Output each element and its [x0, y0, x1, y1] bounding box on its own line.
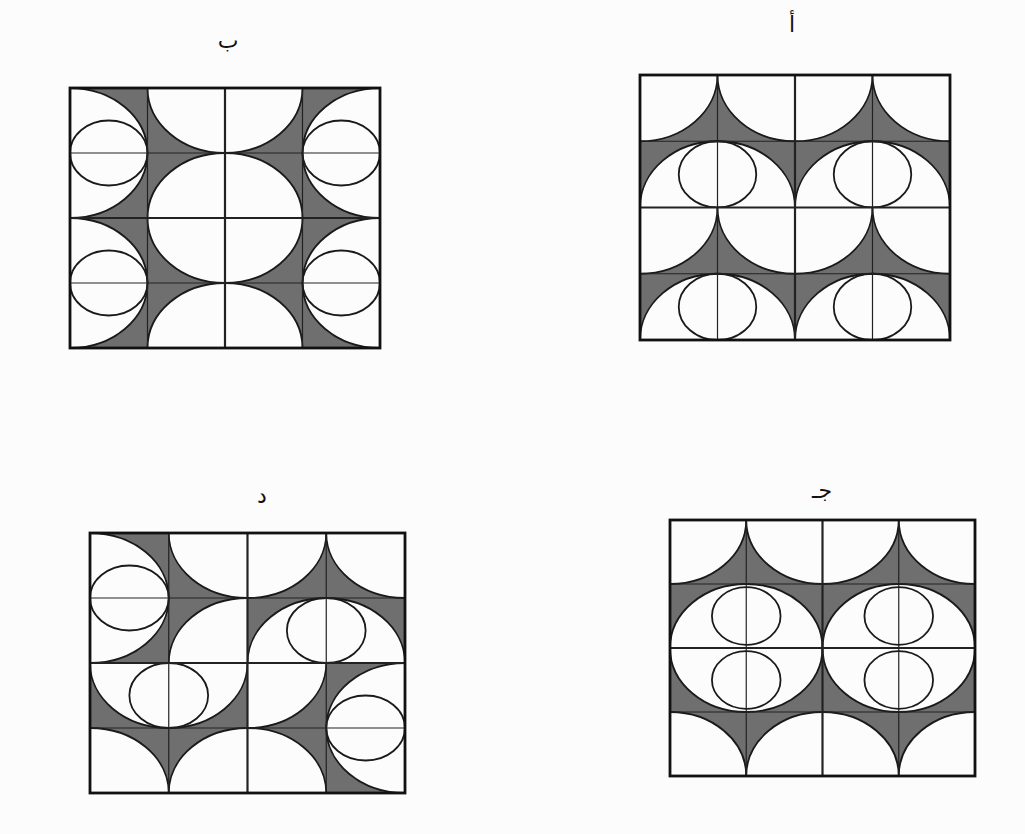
grid-line	[70, 282, 380, 283]
panel-border	[670, 520, 975, 776]
grid-line	[90, 662, 405, 664]
grid-line	[640, 206, 950, 208]
arc-circle	[169, 728, 248, 793]
arc-circle	[670, 712, 746, 776]
grid-line	[90, 727, 405, 728]
arc-circle	[899, 712, 975, 776]
arc-circle	[90, 728, 169, 793]
panel-label: د	[257, 483, 267, 508]
grid-line	[670, 647, 975, 649]
panel-border	[640, 75, 950, 340]
panel-label: جـ	[812, 478, 832, 503]
arc-circle	[670, 520, 746, 584]
arc-circle	[169, 533, 248, 598]
arc-circle	[873, 75, 951, 141]
panel-d	[11, 468, 484, 834]
arc-circle	[248, 728, 327, 793]
arc-circle	[640, 75, 718, 141]
panel-label: ب	[218, 28, 239, 53]
arc-circle	[248, 663, 327, 728]
arc-circle	[169, 598, 248, 663]
arc-circle	[899, 520, 975, 584]
grid-line	[872, 75, 873, 340]
grid-line	[302, 88, 303, 348]
panel-border	[70, 88, 380, 348]
panel-b	[0, 23, 458, 413]
grid-line	[670, 711, 975, 712]
panel-label: أ	[789, 12, 795, 37]
tile-unit	[70, 88, 380, 348]
grid-line	[70, 217, 380, 219]
panel-a	[563, 9, 1025, 407]
arc-circle	[640, 208, 718, 274]
grid-line	[640, 273, 950, 274]
grid-line	[326, 533, 327, 793]
arc-circle	[248, 533, 327, 598]
arc-circle	[326, 533, 405, 598]
tile-unit	[670, 520, 975, 776]
arc-circle	[873, 208, 951, 274]
panel-c	[594, 456, 1025, 834]
panel-border	[90, 533, 405, 793]
grid-line	[898, 520, 899, 776]
